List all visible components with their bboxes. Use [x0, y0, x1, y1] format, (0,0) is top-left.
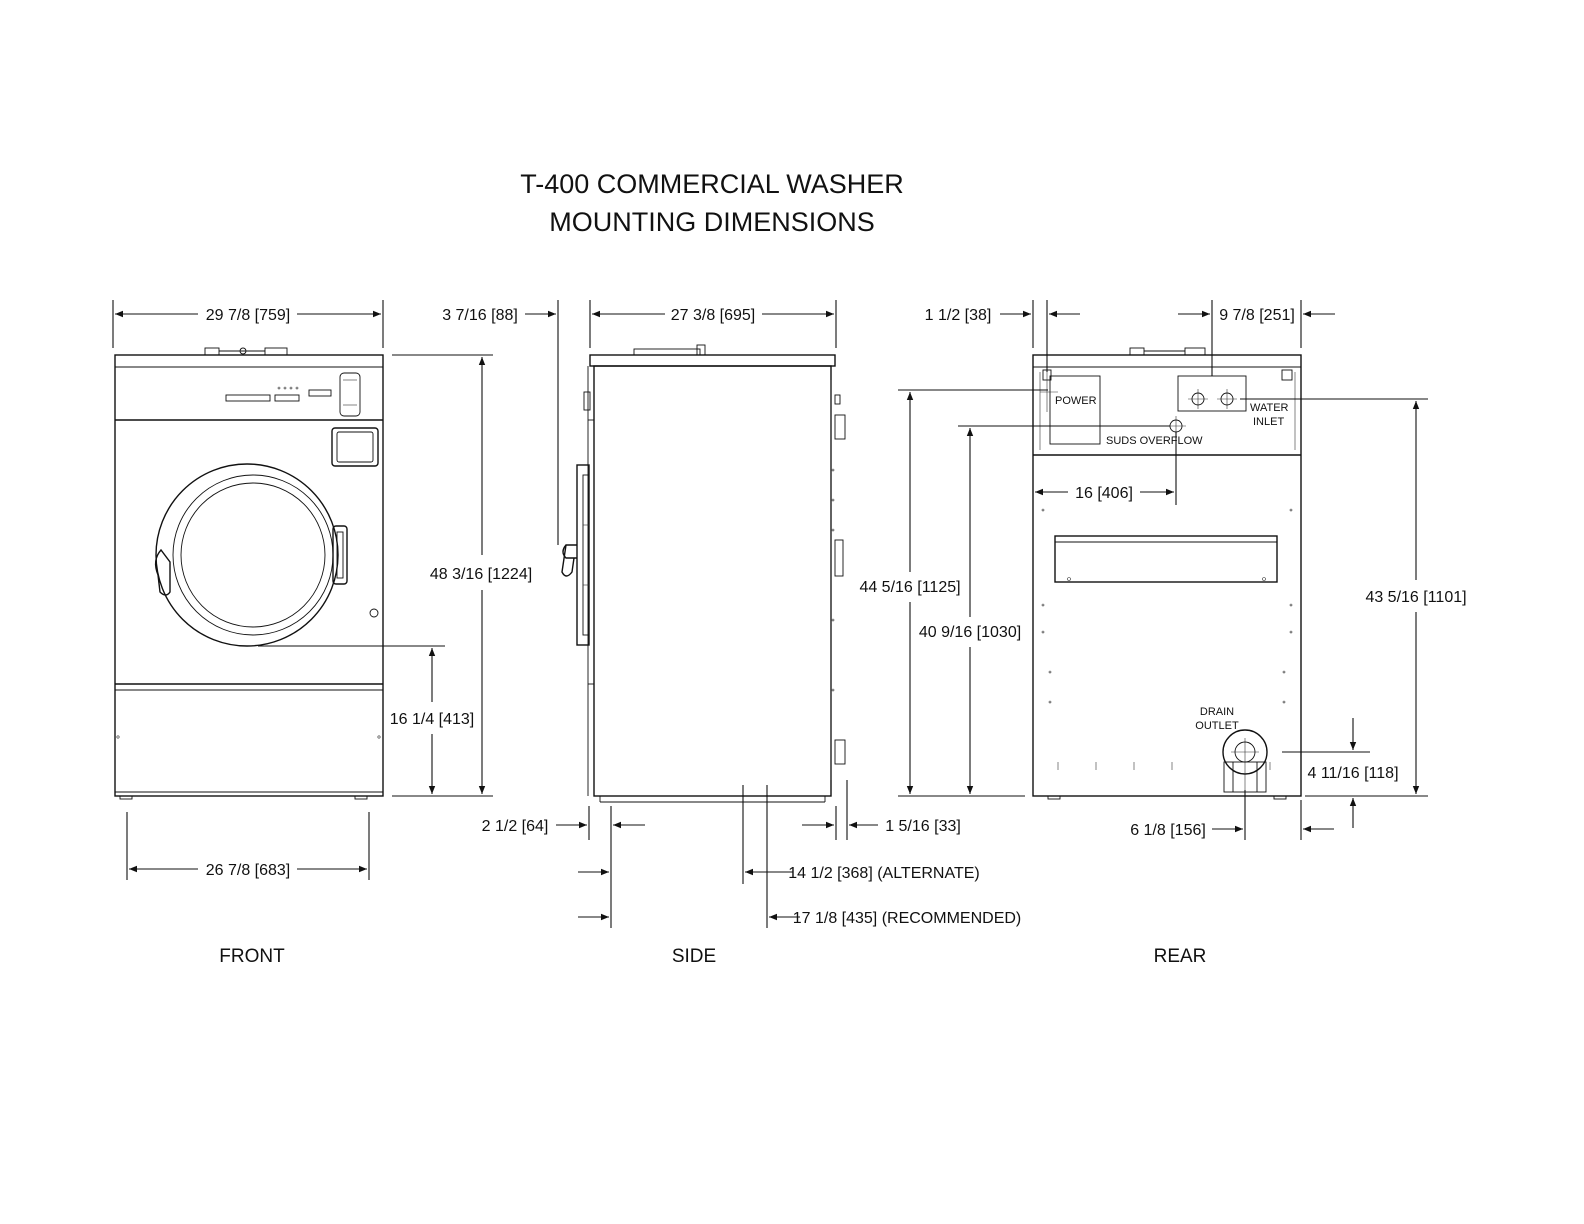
- rear-drain-height-label: 4 11/16 [118]: [1307, 765, 1398, 782]
- rear-suds-height-dimension: 40 9/16 [1030]: [919, 425, 1170, 794]
- rear-suds-overflow-label: SUDS OVERFLOW: [1106, 435, 1203, 447]
- rear-inlet-height-dimension: 43 5/16 [1101]: [1240, 398, 1467, 797]
- front-height-label: 48 3/16 [1224]: [430, 566, 532, 583]
- rear-drain-offset-dimension: 6 1/8 [156]: [1130, 790, 1334, 840]
- side-depth-dimension: 27 3/8 [695]: [589, 300, 837, 348]
- side-front-offset-dimension: 3 7/16 [88]: [442, 300, 559, 545]
- side-front-offset-label: 3 7/16 [88]: [442, 307, 518, 324]
- rear-view-label: REAR: [1154, 946, 1207, 967]
- rear-drain-height-dimension: 4 11/16 [118]: [1282, 718, 1399, 828]
- side-depth-label: 27 3/8 [695]: [671, 307, 756, 324]
- side-foot-offset-dimensions: 2 1/2 [64] 1 5/16 [33]: [482, 780, 961, 928]
- front-base-width-label: 26 7/8 [683]: [206, 862, 291, 879]
- rear-suds-offset-dimension: 16 [406]: [1035, 432, 1177, 505]
- drawing-title-line2: MOUNTING DIMENSIONS: [549, 207, 875, 237]
- rear-power-label: POWER: [1055, 395, 1097, 407]
- rear-edge-offset-label: 1 1/2 [38]: [925, 307, 992, 324]
- drawing-title-line1: T-400 COMMERCIAL WASHER: [520, 169, 904, 199]
- rear-inlet-offset-label: 9 7/8 [251]: [1219, 307, 1295, 324]
- rear-drain-label: DRAIN: [1200, 706, 1234, 718]
- rear-power-height-dimension: 44 5/16 [1125]: [859, 389, 1048, 797]
- rear-inlet-height-label: 43 5/16 [1101]: [1365, 589, 1466, 606]
- rear-view: POWER WATER INLET SUDS OVERFLOW DRAIN: [1032, 347, 1302, 800]
- rear-outlet-label: OUTLET: [1195, 720, 1239, 732]
- front-height-dimension: 48 3/16 [1224]: [392, 354, 532, 797]
- front-view: [114, 347, 384, 800]
- rear-drain-offset-label: 6 1/8 [156]: [1130, 822, 1206, 839]
- rear-inlet-label: INLET: [1253, 416, 1284, 428]
- front-width-dimension: 29 7/8 [759]: [112, 300, 384, 348]
- rear-inlet-offset-dimension: 9 7/8 [251]: [1178, 300, 1335, 376]
- side-front-foot-label: 2 1/2 [64]: [482, 818, 549, 835]
- side-view-label: SIDE: [672, 946, 716, 967]
- side-rear-foot-label: 1 5/16 [33]: [885, 818, 961, 835]
- rear-suds-height-label: 40 9/16 [1030]: [919, 624, 1021, 641]
- side-recommended-label: 17 1/8 [435] (RECOMMENDED): [793, 910, 1022, 927]
- rear-edge-offset-dimension: 1 1/2 [38]: [925, 300, 1080, 372]
- side-mounting-spacing-dimensions: 14 1/2 [368] (ALTERNATE) 17 1/8 [435] (R…: [578, 785, 1021, 928]
- side-alternate-label: 14 1/2 [368] (ALTERNATE): [788, 865, 979, 882]
- rear-water-label: WATER: [1250, 402, 1289, 414]
- rear-power-height-label: 44 5/16 [1125]: [859, 579, 960, 596]
- rear-suds-offset-label: 16 [406]: [1075, 485, 1133, 502]
- front-view-label: FRONT: [219, 946, 285, 967]
- front-base-width-dimension: 26 7/8 [683]: [126, 812, 370, 880]
- front-width-label: 29 7/8 [759]: [206, 307, 291, 324]
- front-door-height-dimension: 16 1/4 [413]: [258, 645, 475, 794]
- front-door-height-label: 16 1/4 [413]: [390, 711, 475, 728]
- side-view: [561, 344, 846, 803]
